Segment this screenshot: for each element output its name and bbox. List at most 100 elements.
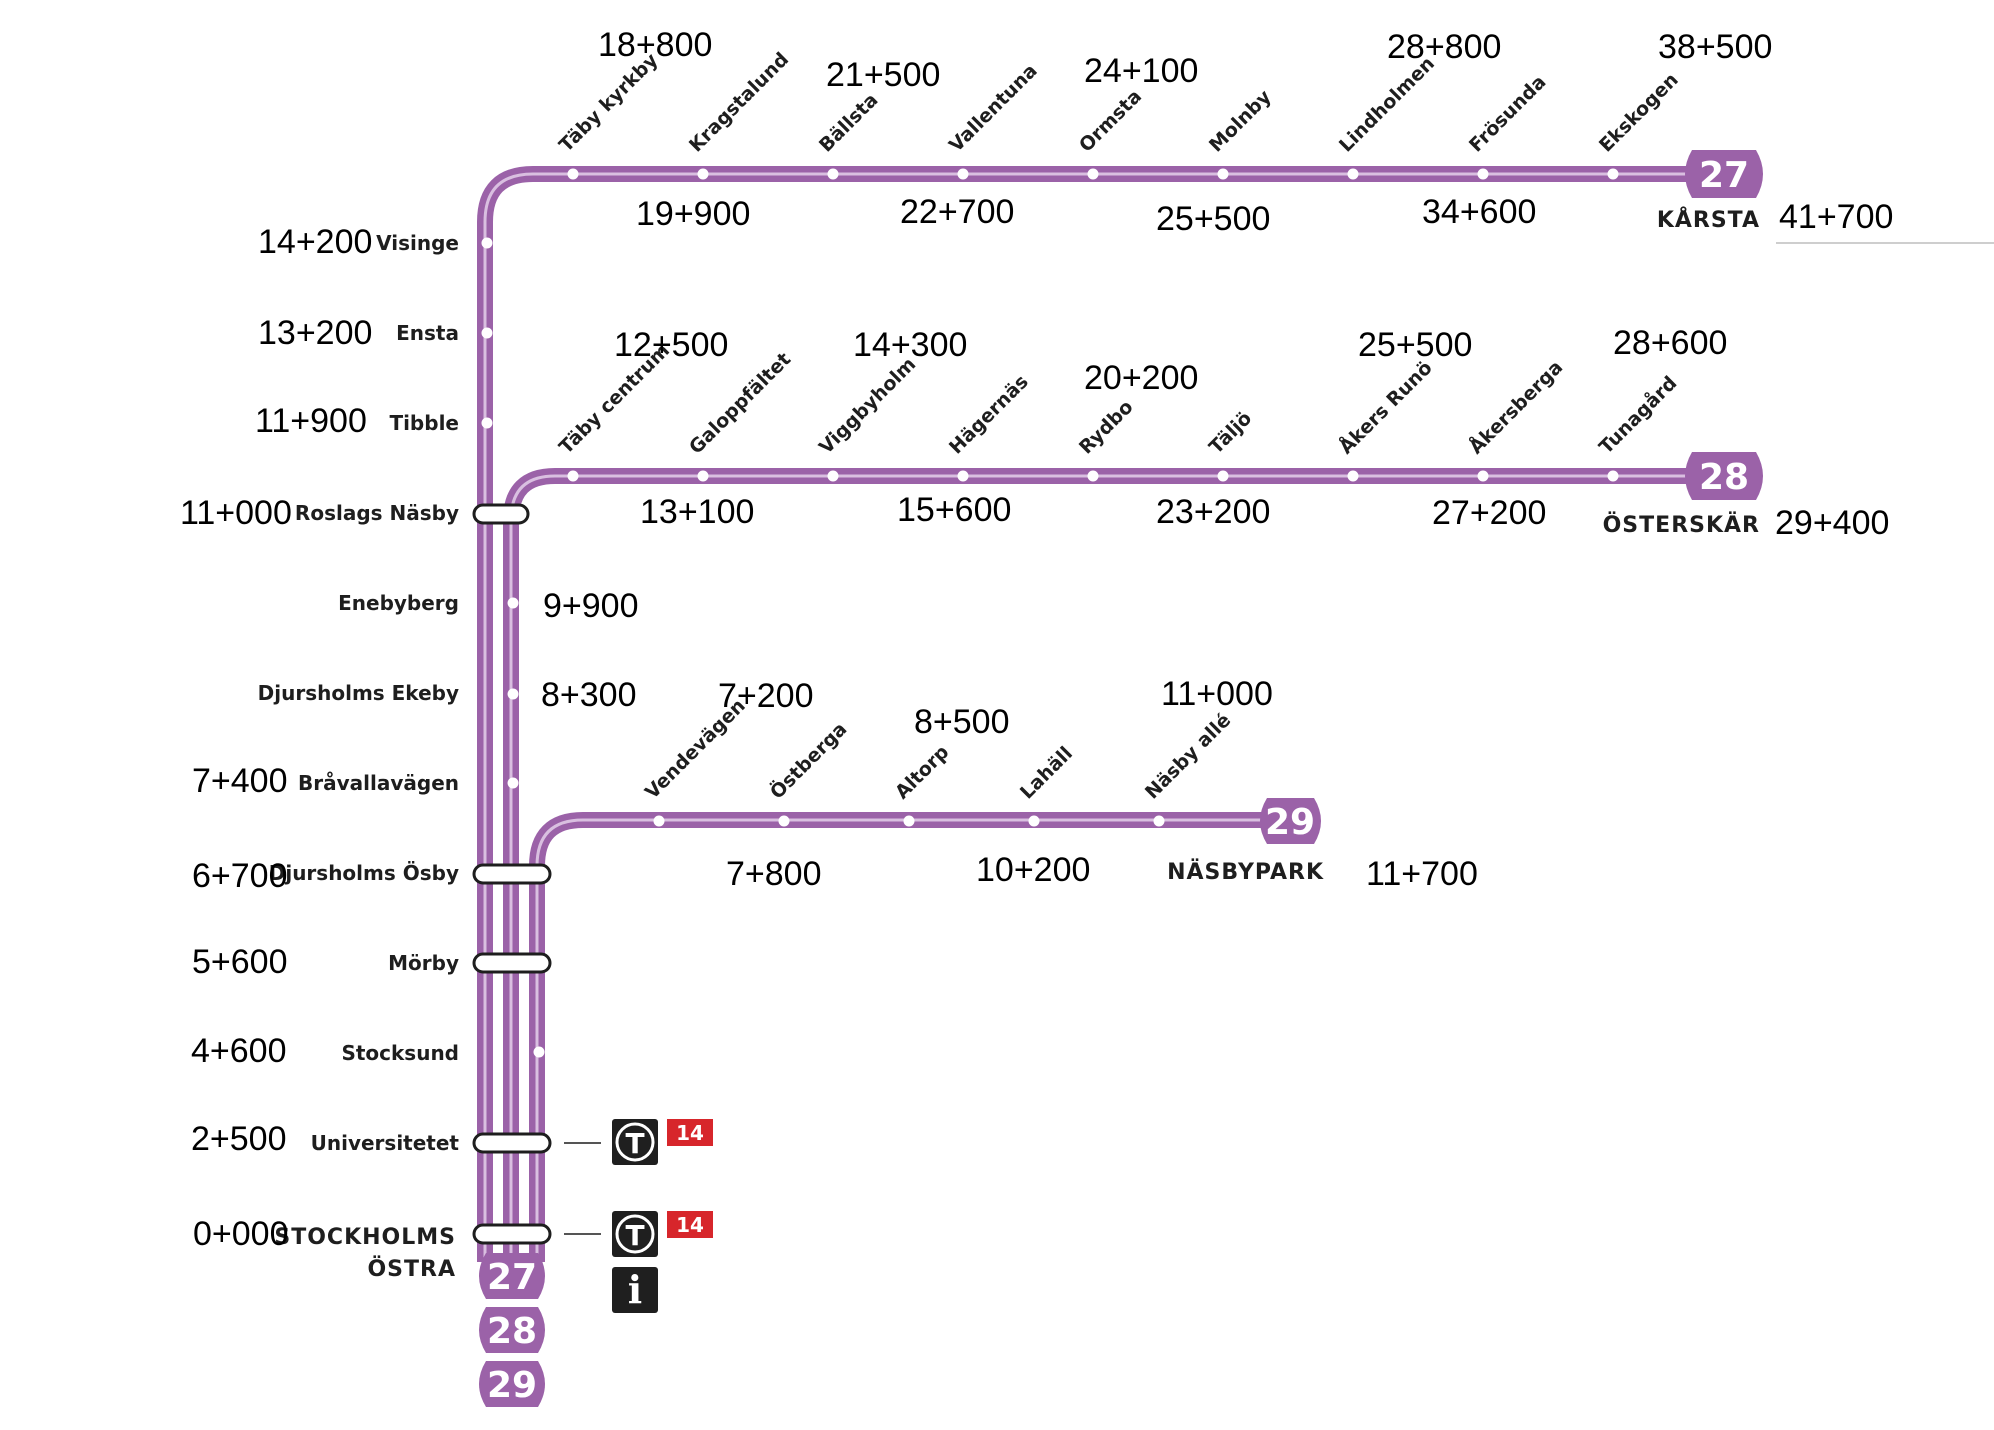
line-29-badge-label: 29 — [1265, 802, 1315, 843]
metro-line-number: 14 — [676, 1121, 704, 1145]
station-lahall: Lahäll — [1016, 743, 1077, 804]
stop-dot-altorp — [903, 815, 915, 827]
line-28-badge-label: 28 — [1699, 457, 1749, 498]
origin-badge-29 — [479, 1361, 545, 1407]
info-icon: i — [628, 1267, 642, 1312]
terminus-badges: 27 28 29 — [1260, 150, 1763, 844]
station-hagernas: Hägernäs — [945, 371, 1033, 459]
km-akersberga: 27+200 — [1432, 494, 1546, 532]
line-29-track — [529, 812, 1265, 1262]
stop-dot-djursholms-ekeby — [507, 688, 519, 700]
interchange-stockholms-ostra — [472, 1223, 552, 1245]
km-vendevagen: 7+200 — [718, 677, 814, 715]
km-altorp: 8+500 — [914, 703, 1010, 741]
station-lindholmen: Lindholmen — [1335, 53, 1439, 157]
km-tibble: 11+900 — [255, 402, 367, 440]
metro-line-number: 14 — [676, 1213, 704, 1237]
station-akers-runo: Åkers Runö — [1334, 355, 1437, 458]
station-akersberga: Åkersberga — [1464, 355, 1568, 459]
origin-badges: 27 28 29 — [479, 1253, 545, 1407]
station-viggbyholm: Viggbyholm — [815, 353, 920, 458]
km-lindholmen: 28+800 — [1387, 28, 1501, 66]
transfer-universitetet: T 14 — [564, 1119, 713, 1165]
station-vallentuna: Vallentuna — [945, 60, 1042, 157]
stop-dot-visinge — [481, 237, 493, 249]
line-28-km-markers: 12+500 14+300 20+200 25+500 28+600 13+10… — [614, 324, 1889, 542]
metro-box — [612, 1211, 658, 1257]
km-ormsta: 24+100 — [1084, 52, 1198, 90]
trunk-km-markers: 14+200 13+200 11+900 11+000 9+900 8+300 … — [180, 223, 639, 1253]
km-tunagard: 28+600 — [1613, 324, 1727, 362]
km-stockholms-ostra: 0+000 — [193, 1215, 289, 1253]
station-taljo: Täljö — [1205, 407, 1256, 458]
stop-dot-ostberga — [778, 815, 790, 827]
stop-dot-ormsta — [1087, 168, 1099, 180]
station-frosunda: Frösunda — [1465, 71, 1551, 157]
stop-dot-galoppfaltet — [697, 470, 709, 482]
station-roslags-nasby: Roslags Näsby — [295, 501, 459, 525]
interchange-morby — [472, 952, 552, 974]
stop-dot-ensta — [481, 327, 493, 339]
station-tibble: Tibble — [389, 411, 459, 435]
km-roslags-nasby: 11+000 — [180, 494, 292, 532]
station-bravallavagen: Bråvallavägen — [298, 771, 459, 795]
stop-dot-stocksund — [533, 1046, 545, 1058]
km-taljo: 23+200 — [1156, 493, 1270, 531]
km-hagernas: 15+600 — [897, 491, 1011, 529]
station-ekskogen: Ekskogen — [1595, 69, 1683, 157]
km-frosunda: 34+600 — [1422, 193, 1536, 231]
km-nasbypark: 11+700 — [1366, 855, 1478, 893]
line-27-badge-label: 27 — [1699, 155, 1749, 196]
km-galoppfaltet: 13+100 — [640, 493, 754, 531]
metro-icon — [615, 1122, 655, 1162]
interchange-stops — [472, 503, 552, 1245]
stop-dot-kragstalund — [697, 168, 709, 180]
metro-icon-letter: T — [625, 1219, 644, 1252]
line-29-badge — [1260, 798, 1321, 844]
stop-dot-taby-centrum — [567, 470, 579, 482]
station-ballsta: Bällsta — [815, 89, 883, 157]
km-molnby: 25+500 — [1156, 200, 1270, 238]
metro-box — [612, 1119, 658, 1165]
terminus-nasbypark: NÄSBYPARK — [1167, 859, 1324, 885]
km-morby: 5+600 — [192, 943, 288, 981]
trunk-station-names: Visinge Ensta Tibble Roslags Näsby Eneby… — [258, 231, 460, 1155]
km-taby-centrum: 12+500 — [614, 326, 728, 364]
km-kragstalund: 19+900 — [636, 195, 750, 233]
line-28-badge — [1685, 452, 1763, 500]
terminus-stockholms-ostra-2: ÖSTRA — [367, 1256, 456, 1282]
km-enebyberg: 9+900 — [543, 587, 639, 625]
km-viggbyholm: 14+300 — [853, 326, 967, 364]
station-stocksund: Stocksund — [341, 1041, 459, 1065]
line-27-km-markers: 18+800 21+500 24+100 28+800 38+500 19+90… — [598, 26, 1893, 238]
km-vallentuna: 22+700 — [900, 193, 1014, 231]
station-ostberga: Östberga — [765, 717, 852, 804]
station-ensta: Ensta — [396, 321, 459, 345]
stop-dot-viggbyholm — [827, 470, 839, 482]
stop-dot-akersberga — [1477, 470, 1489, 482]
stop-dot-vallentuna — [957, 168, 969, 180]
origin-badge-29-label: 29 — [487, 1365, 537, 1406]
stop-dot-lahall — [1028, 815, 1040, 827]
info-box — [612, 1267, 658, 1313]
origin-badge-27 — [479, 1253, 545, 1299]
km-akers-runo: 25+500 — [1358, 326, 1472, 364]
origin-badge-27-label: 27 — [487, 1257, 537, 1298]
station-ormsta: Ormsta — [1075, 85, 1146, 156]
terminus-osterskar: ÖSTERSKÄR — [1603, 512, 1760, 538]
km-osterskar: 29+400 — [1775, 504, 1889, 542]
stop-dot-frosunda — [1477, 168, 1489, 180]
metro-line-badge — [667, 1211, 713, 1238]
km-nasby-alle: 11+000 — [1161, 675, 1273, 713]
station-universitetet: Universitetet — [311, 1131, 460, 1155]
km-visinge: 14+200 — [258, 223, 372, 261]
stop-dot-molnby — [1217, 168, 1229, 180]
stop-dot-vendevagen — [653, 815, 665, 827]
km-ekskogen: 38+500 — [1658, 28, 1772, 66]
line-29-track-inner — [535, 818, 1265, 1262]
km-rydbo: 20+200 — [1084, 359, 1198, 397]
km-bravallavagen: 7+400 — [192, 762, 288, 800]
station-kragstalund: Kragstalund — [685, 48, 793, 156]
station-molnby: Molnby — [1205, 85, 1276, 156]
km-ostberga: 7+800 — [726, 855, 822, 893]
